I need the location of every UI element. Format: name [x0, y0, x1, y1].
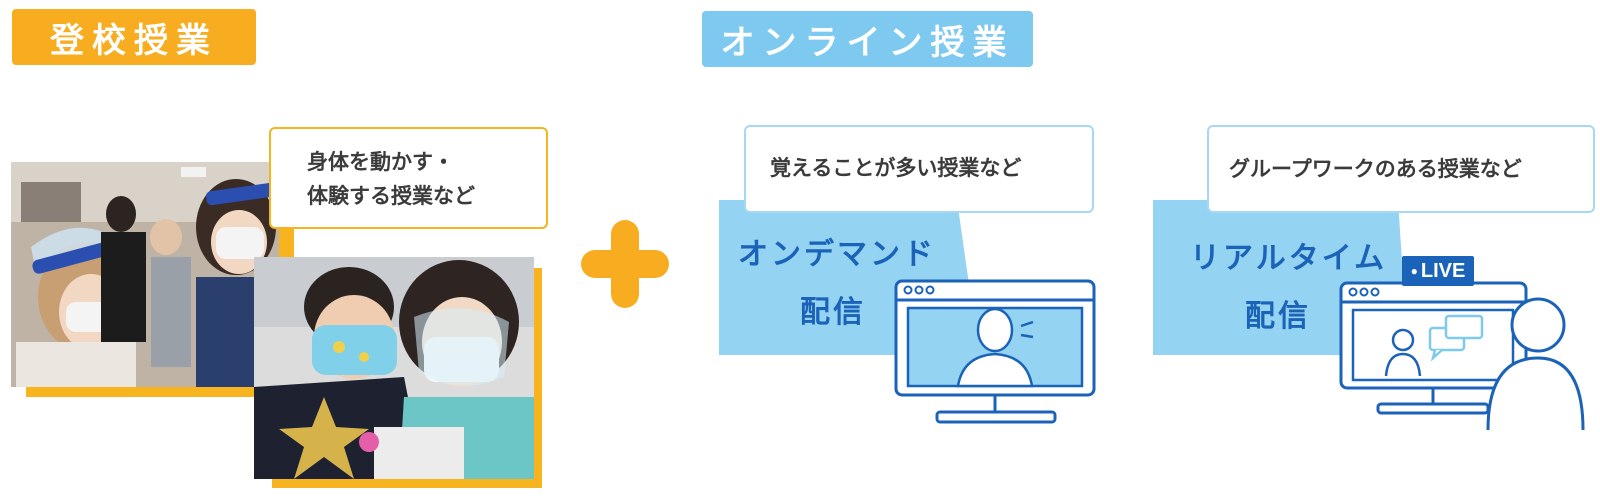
realtime-callout-text: グループワークのある授業など [1229, 157, 1522, 181]
school-class-callout: 身体を動かす・ 体験する授業など [269, 127, 548, 229]
kids-activity-photo-image [254, 257, 534, 479]
school-callout-line-1: 身体を動かす・ [307, 150, 454, 174]
ondemand-title: オンデマンド [738, 237, 936, 272]
ondemand-callout: 覚えることが多い授業など [744, 125, 1094, 213]
monitor-person-icon [894, 279, 1096, 424]
classroom-photo [11, 162, 279, 387]
live-badge-text: LIVE [1420, 259, 1466, 282]
ondemand-subtitle: 配信 [800, 295, 866, 330]
live-badge-dot: ● [1410, 264, 1418, 278]
school-callout-line-2: 体験する授業など [307, 184, 475, 208]
online-class-tag: オンライン授業 [702, 11, 1033, 67]
plus-icon [581, 220, 669, 308]
school-class-tag: 登校授業 [12, 9, 256, 65]
monitor-live-chat-icon [1339, 281, 1585, 431]
realtime-title: リアルタイム [1190, 241, 1388, 276]
classroom-photo-image [11, 162, 279, 387]
kids-activity-photo [254, 257, 534, 479]
ondemand-callout-text: 覚えることが多い授業など [770, 156, 1022, 180]
realtime-callout: グループワークのある授業など [1207, 125, 1595, 213]
live-badge: ● LIVE [1402, 256, 1474, 286]
realtime-subtitle: 配信 [1245, 299, 1311, 334]
